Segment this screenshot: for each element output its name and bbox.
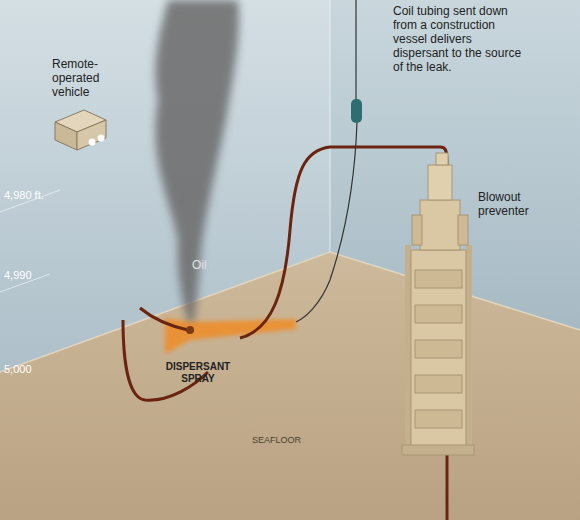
- coil-tubing: [140, 308, 188, 330]
- callout-text: Coil tubing sent down from a constructio…: [393, 4, 525, 74]
- bop-body: [411, 250, 466, 450]
- dispersant-spray: [165, 318, 296, 354]
- coupling: [351, 99, 362, 123]
- oil-plume: [155, 0, 238, 330]
- bop-cap: [436, 153, 448, 165]
- seafloor-label: SEAFLOOR: [252, 433, 332, 447]
- well-pipe: [446, 450, 449, 520]
- depth-label: 4,980 ft.: [4, 188, 84, 202]
- seafloor-edge: [0, 252, 580, 372]
- rov: [55, 110, 106, 150]
- tether-line: [296, 122, 357, 322]
- rov-front: [77, 120, 106, 150]
- tether-line: [355, 0, 356, 100]
- bop-upper: [412, 215, 422, 245]
- bop-frame: [405, 245, 411, 455]
- bop-top: [428, 165, 452, 200]
- bop-frame: [466, 245, 472, 455]
- bop-ram: [415, 270, 462, 288]
- depth-label: 5,000: [4, 362, 64, 376]
- rov-label: Remote-operated vehicle: [52, 57, 114, 99]
- bop-upper: [458, 215, 468, 245]
- seafloor: [0, 252, 580, 520]
- rov-side: [55, 122, 77, 150]
- bop-ram: [415, 375, 462, 393]
- rov-light: [98, 135, 105, 142]
- plume-label: Oil: [192, 258, 232, 272]
- nozzle: [186, 326, 194, 334]
- bop-ram: [415, 340, 462, 358]
- rov-light: [89, 139, 96, 146]
- coil-tubing: [123, 320, 208, 400]
- bop-ram: [415, 410, 462, 428]
- bop-upper: [420, 200, 460, 250]
- blowout-preventer: [402, 153, 474, 455]
- bop-ram: [415, 305, 462, 323]
- bop-base: [402, 445, 474, 455]
- spray-label: DISPERSANT SPRAY: [158, 361, 238, 385]
- wall-corner: [330, 0, 331, 252]
- depth-label: 4,990: [4, 268, 64, 282]
- part-label: Blowout preventer: [478, 190, 548, 218]
